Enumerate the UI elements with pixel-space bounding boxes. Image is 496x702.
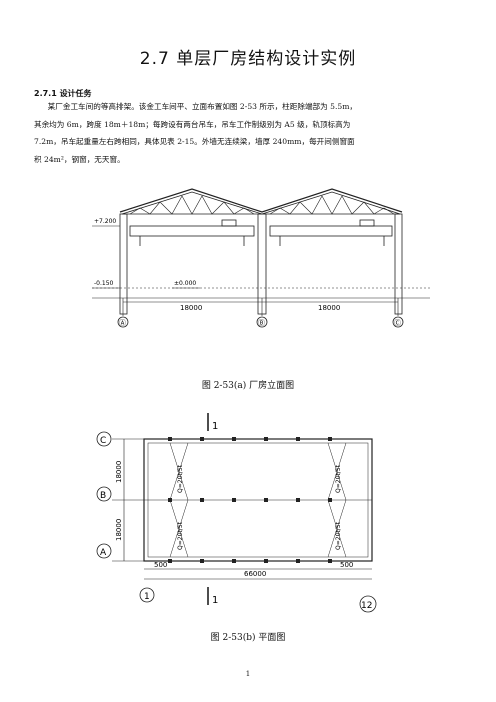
crane-label: Q=20t/5t [177, 464, 184, 493]
axis-label-c: Ⓒ [394, 319, 401, 327]
axis-circle-12 [359, 595, 377, 613]
paragraph-line: 其余均为 6m，跨度 18m＋18m；每跨设有两台吊车，吊车工作制级别为 A5 … [34, 119, 351, 129]
crane-right [269, 225, 393, 237]
paragraph-line: 某厂金工车间的等高排架。该金工车间平、立面布置如图 2-53 所示，柱距除端部为… [47, 102, 358, 111]
task-paragraph: 某厂金工车间的等高排架。该金工车间平、立面布置如图 2-53 所示，柱距除端部为… [34, 98, 464, 168]
dim-lower-span: 18000 [115, 519, 123, 541]
span-left-dim: 18000 [180, 304, 202, 312]
end-right-dim: 500 [340, 561, 353, 569]
level-floor: ±0.000 [174, 280, 196, 287]
axis-circle-c [392, 316, 404, 328]
end-left-dim: 500 [154, 561, 167, 569]
crane-label: Q=20t/5t [335, 464, 342, 493]
axis-circle-B [96, 486, 112, 502]
axis-label-C: C [100, 436, 106, 446]
plan-drawing: 1 1 C B A 18000 18000 Q=20t/5t Q=20t/5t … [96, 413, 377, 613]
level-base: -0.150 [94, 280, 114, 287]
elevation-drawing: +7.200 -0.150 ±0.000 18000 18000 Ⓐ Ⓑ Ⓒ [92, 188, 430, 328]
axis-label-1: 1 [144, 592, 150, 602]
plan-caption: 图 2-53(b) 平面图 [210, 633, 286, 643]
axis-circle-a [117, 316, 129, 328]
crane-left [129, 225, 255, 237]
axis-label-12: 12 [361, 601, 372, 611]
section-mark-bottom: 1 [212, 595, 218, 606]
section-heading: 2.7.1 设计任务 [34, 89, 92, 98]
roof-truss-left [121, 191, 263, 215]
roof-truss-right [261, 191, 401, 215]
axis-circle-C [96, 431, 112, 447]
page-title: 2.7 单层厂房结构设计实例 [139, 49, 357, 69]
crane-label: Q=20t/5t [177, 521, 184, 550]
span-right-dim: 18000 [318, 304, 340, 312]
axis-label-b: Ⓑ [258, 319, 265, 327]
total-length-dim: 66000 [244, 570, 266, 578]
level-rail: +7.200 [94, 218, 116, 225]
elevation-caption: 图 2-53(a) 厂房立面图 [201, 381, 295, 391]
column-left [119, 213, 128, 315]
dim-upper-span: 18000 [115, 461, 123, 483]
page-number: 1 [245, 670, 251, 678]
axis-circle-1 [139, 587, 155, 603]
paragraph-line: 7.2m，吊车起重量左右跨相同，具体见表 2-15。外墙无连续梁，墙厚 240m… [34, 137, 355, 146]
axis-label-A: A [100, 548, 107, 558]
crane-label: Q=20t/5t [335, 521, 342, 550]
paragraph-line: 积 24m²，钢窗，无天窗。 [34, 154, 125, 164]
axis-label-B: B [100, 491, 106, 501]
axis-circle-b [256, 316, 268, 328]
axis-circle-A [96, 543, 112, 559]
axis-label-a: Ⓐ [119, 319, 126, 327]
section-mark-top: 1 [212, 421, 218, 432]
column-right [394, 213, 403, 315]
